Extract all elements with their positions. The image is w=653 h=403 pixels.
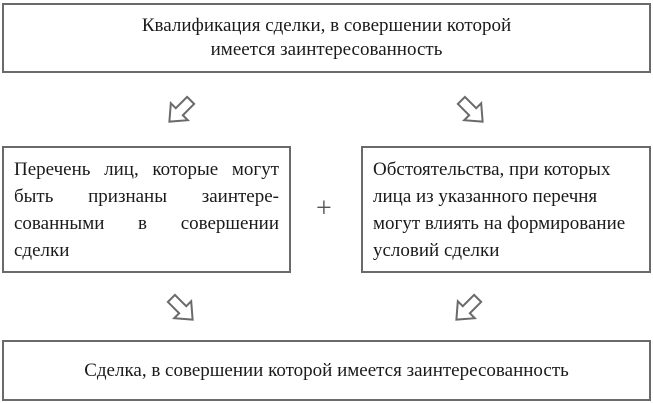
- arrow-down-left-icon: [455, 293, 483, 321]
- circumstances-text: Обстоятельства, при которых лица из указ…: [373, 159, 626, 261]
- arrow-down-right-icon: [166, 293, 194, 321]
- qualification-box: Квалификация сделки, в совершении которо…: [2, 3, 651, 73]
- persons-list-box: Перечень лиц, которые могут быть признан…: [2, 146, 291, 273]
- arrow-down-right-icon: [456, 95, 484, 123]
- result-box: Сделка, в совершении которой имеется заи…: [2, 340, 651, 401]
- result-text: Сделка, в совершении которой имеется заи…: [84, 359, 569, 381]
- arrow-down-left-icon: [168, 95, 196, 123]
- qualification-line-1: Квалификация сделки, в совершении которо…: [141, 15, 512, 36]
- circumstances-box: Обстоятельства, при которых лица из указ…: [361, 146, 651, 273]
- persons-list-text: Перечень лиц, которые могут быть признан…: [14, 159, 279, 261]
- plus-operator: +: [316, 193, 332, 224]
- qualification-line-2: имеется заинтересованность: [210, 39, 443, 60]
